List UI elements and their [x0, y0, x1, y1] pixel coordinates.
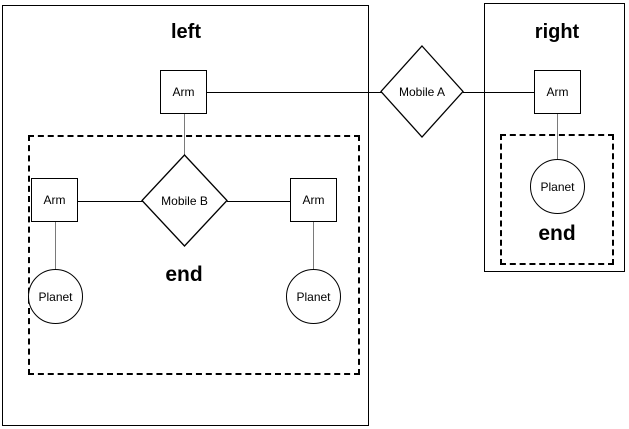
right-group-container [484, 3, 625, 272]
node-arm-left-inner[interactable]: Arm [31, 178, 78, 222]
left-group-container [2, 5, 369, 426]
node-mobile-a[interactable]: Mobile A [380, 45, 464, 138]
node-mobile-a-label: Mobile A [398, 84, 446, 99]
node-arm-left-top[interactable]: Arm [160, 70, 207, 114]
node-arm-right-top-label: Arm [546, 85, 569, 99]
node-arm-left-top-label: Arm [172, 85, 195, 99]
left-group-title: left [171, 21, 201, 43]
edge-arm-right-top-to-planet-right [557, 113, 558, 160]
left-end-group-title: end [165, 263, 203, 286]
edge-arm-left-inner-to-planet-left [55, 221, 56, 270]
node-mobile-b[interactable]: Mobile B [141, 154, 228, 247]
mobile-a-diamond-shape [380, 45, 464, 138]
left-end-group-container [28, 135, 360, 375]
node-planet-mid-label: Planet [296, 289, 331, 304]
node-planet-mid[interactable]: Planet [286, 269, 341, 324]
node-planet-left[interactable]: Planet [28, 269, 83, 324]
edge-mobile-a-to-arm-right-top [463, 92, 536, 93]
mobile-b-diamond-shape [141, 154, 228, 247]
edge-arm-left-top-to-mobile-a [206, 92, 382, 93]
edge-mobile-b-to-arm-right-inner [227, 201, 292, 202]
right-group-title: right [534, 21, 580, 43]
node-mobile-b-label: Mobile B [161, 193, 208, 208]
node-arm-right-top[interactable]: Arm [534, 70, 581, 114]
edge-mobile-b-to-arm-left-inner [77, 201, 143, 202]
right-end-group-title: end [538, 222, 576, 245]
node-arm-right-inner[interactable]: Arm [290, 178, 337, 222]
node-arm-left-inner-label: Arm [43, 193, 66, 207]
edge-arm-left-top-to-mobile-b [184, 113, 185, 156]
node-arm-right-inner-label: Arm [302, 193, 325, 207]
edge-arm-right-inner-to-planet-mid [313, 221, 314, 270]
node-planet-right[interactable]: Planet [530, 159, 585, 214]
node-planet-right-label: Planet [540, 179, 575, 194]
node-planet-left-label: Planet [38, 289, 73, 304]
